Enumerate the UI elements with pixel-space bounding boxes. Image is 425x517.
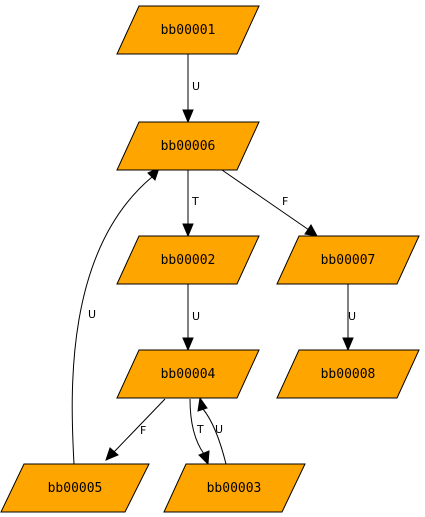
edge-bb00006-bb00007: F <box>221 169 318 237</box>
node-label: bb00004 <box>161 367 216 382</box>
node-label: bb00003 <box>207 481 262 496</box>
arrowhead <box>105 447 119 461</box>
edge-label: T <box>191 195 199 208</box>
node-bb00007[interactable]: bb00007 <box>276 235 420 285</box>
edge-label: U <box>88 308 96 321</box>
node-bb00004[interactable]: bb00004 <box>116 349 260 399</box>
edges: U T F U U F <box>71 54 356 466</box>
edge-label: T <box>196 423 204 436</box>
node-bb00006[interactable]: bb00006 <box>116 121 260 171</box>
node-label: bb00005 <box>48 481 103 496</box>
edge-bb00004-bb00005: F <box>105 398 166 461</box>
edge-label: U <box>215 423 223 436</box>
edge-label: F <box>282 195 288 208</box>
edge-bb00003-bb00004: U <box>197 396 227 465</box>
node-bb00005[interactable]: bb00005 <box>0 463 150 513</box>
edge-label: U <box>192 310 200 323</box>
edge-bb00001-bb00006: U <box>182 54 200 124</box>
node-label: bb00008 <box>321 367 376 382</box>
arrowhead <box>304 224 318 237</box>
edge-bb00005-bb00006: U <box>71 167 160 465</box>
node-label: bb00001 <box>161 23 216 38</box>
edge-bb00006-bb00002: T <box>182 170 199 238</box>
arrowhead <box>197 396 208 412</box>
node-label: bb00006 <box>161 139 216 154</box>
node-bb00002[interactable]: bb00002 <box>116 235 260 285</box>
edge-bb00004-bb00003: T <box>189 398 210 466</box>
edge-bb00002-bb00004: U <box>182 284 200 352</box>
node-bb00003[interactable]: bb00003 <box>163 463 306 513</box>
arrowhead <box>342 337 354 352</box>
node-bb00001[interactable]: bb00001 <box>116 5 260 55</box>
node-label: bb00007 <box>321 253 376 268</box>
edge-label: F <box>140 424 146 437</box>
arrowhead <box>198 450 210 466</box>
edge-label: U <box>192 80 200 93</box>
arrowhead <box>182 337 194 352</box>
arrowhead <box>182 109 194 124</box>
edge-label: U <box>348 310 356 323</box>
edge-bb00007-bb00008: U <box>342 284 356 352</box>
arrowhead <box>182 223 194 238</box>
node-label: bb00002 <box>161 253 216 268</box>
node-bb00008[interactable]: bb00008 <box>276 349 420 399</box>
nodes: bb00001 bb00006 bb00002 bb00007 bb00004 … <box>0 5 420 513</box>
